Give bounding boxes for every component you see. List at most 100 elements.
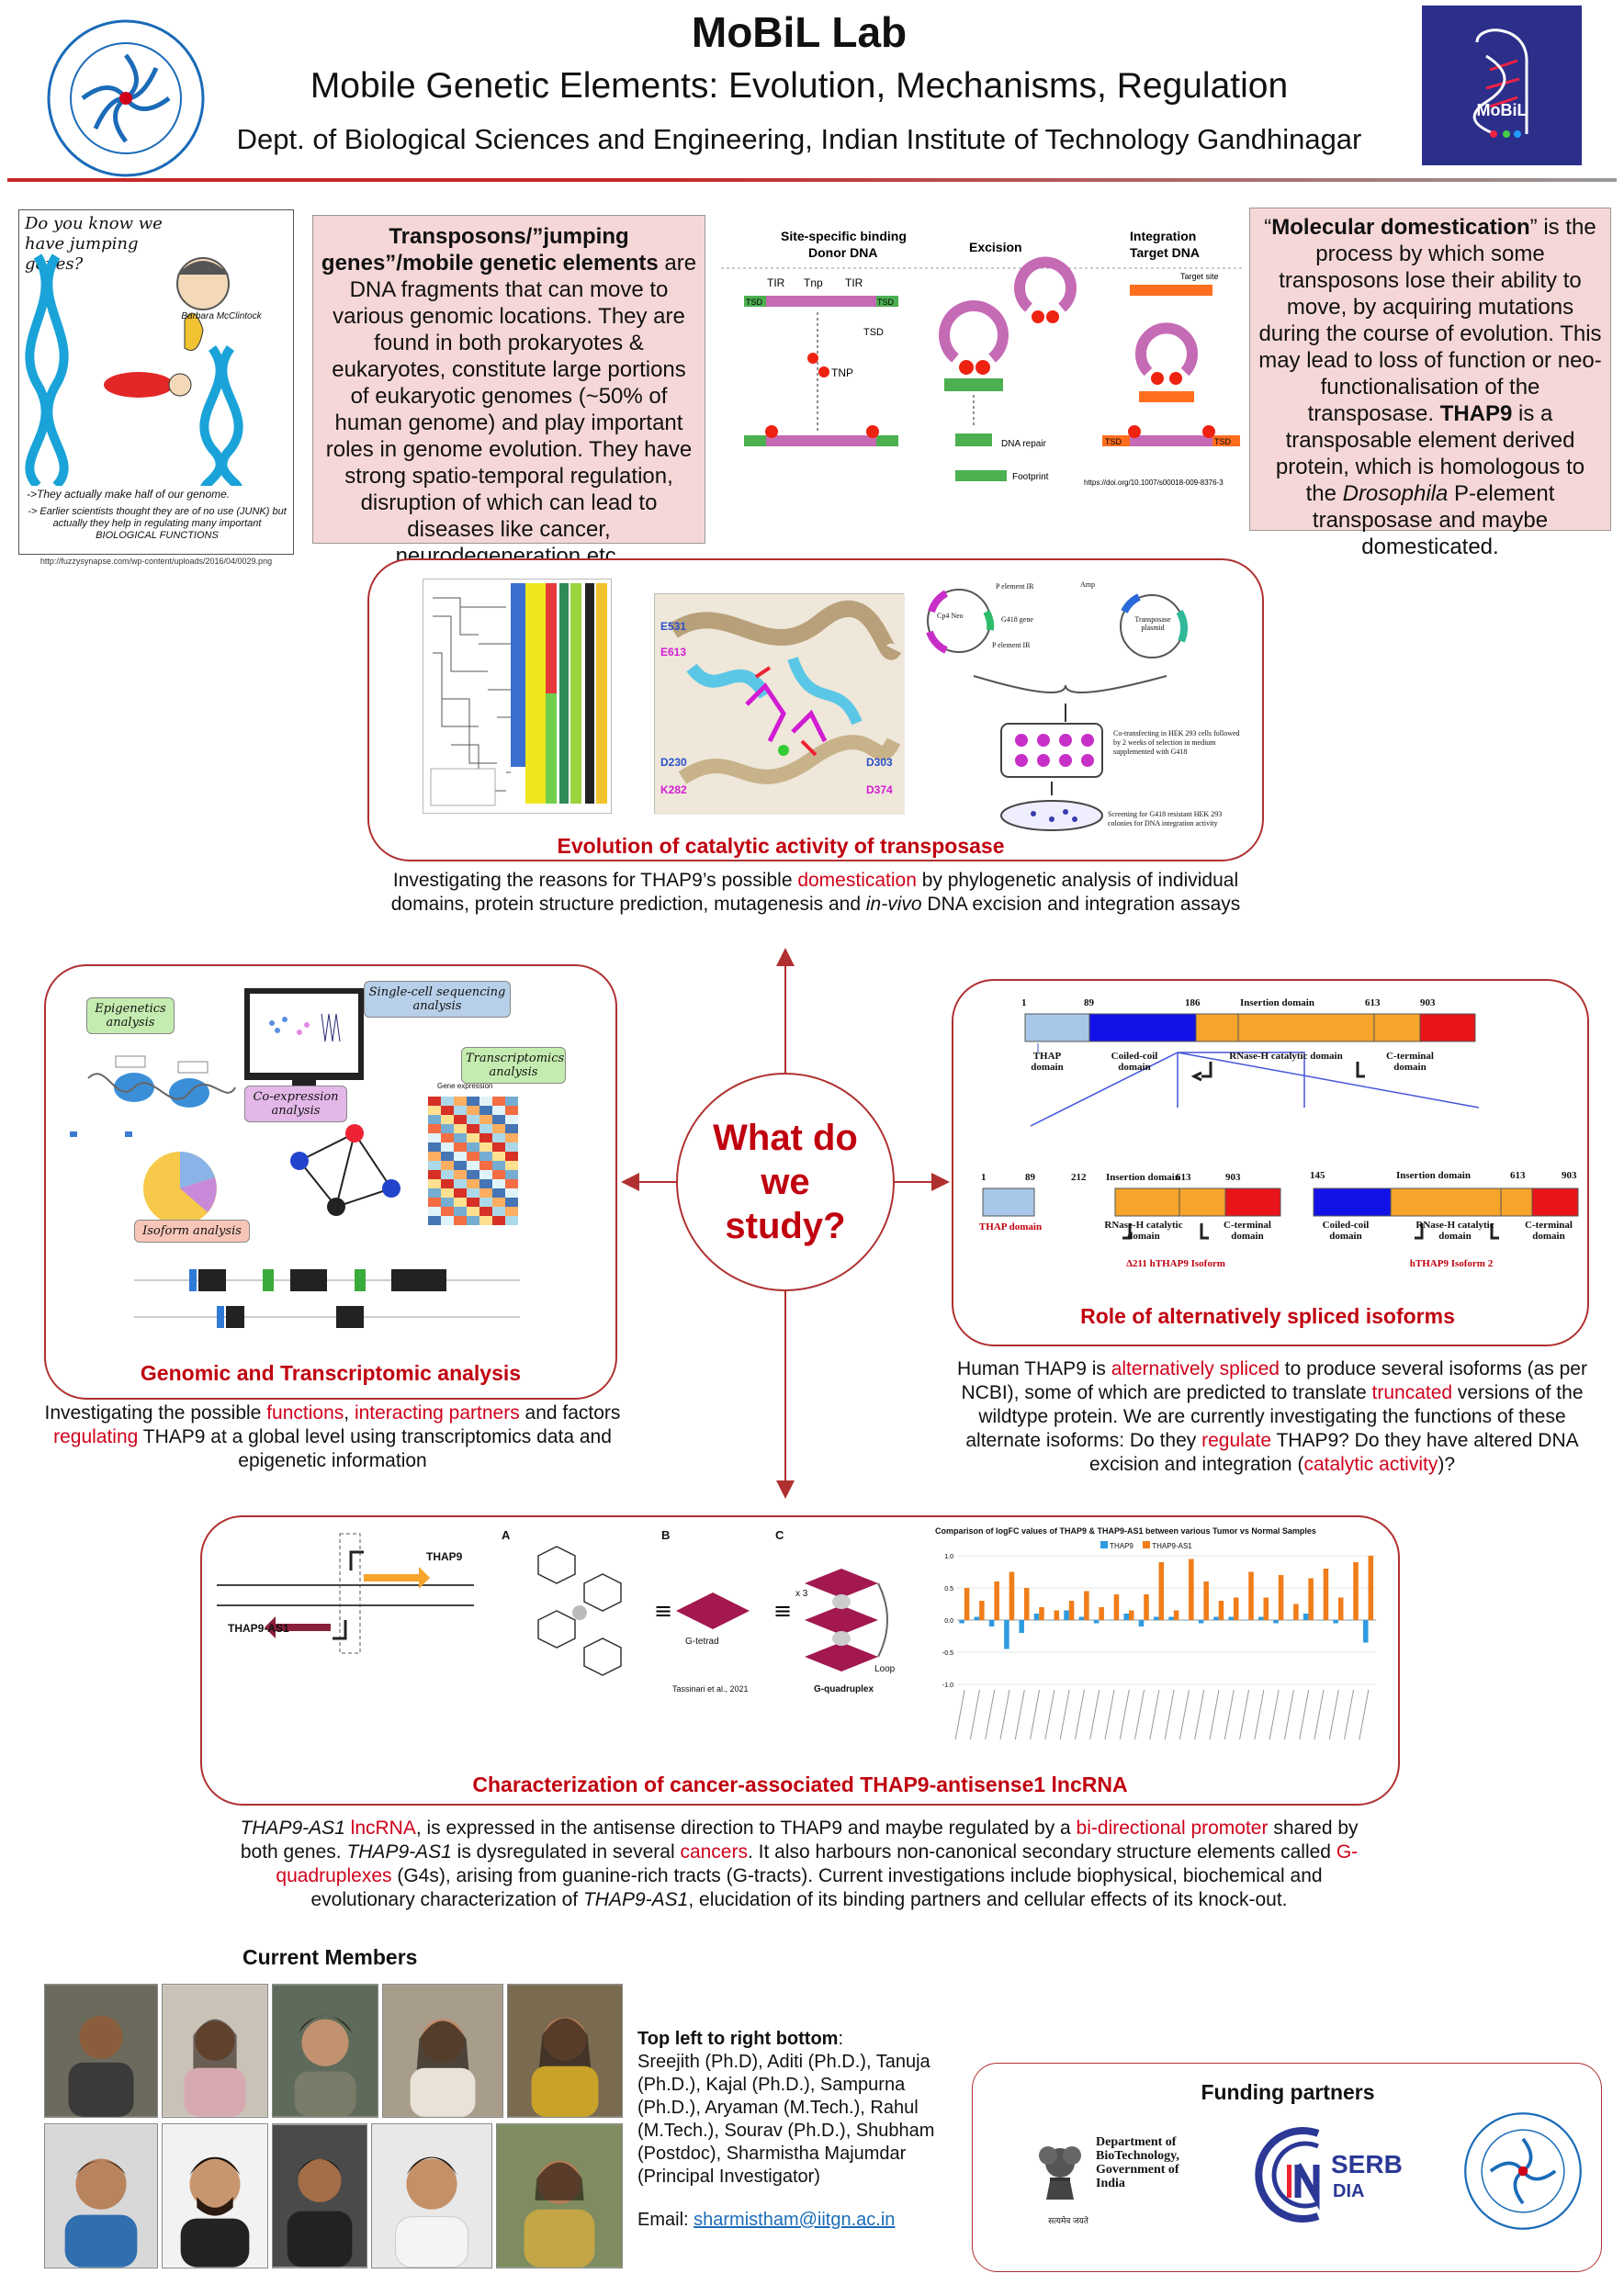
email-label: Email: [637, 2210, 694, 2230]
evolution-caption: Investigating the reasons for THAP9’s po… [367, 869, 1264, 917]
heatmap-cell [492, 1152, 505, 1161]
email-link[interactable]: sharmistham@iitgn.ac.in [694, 2210, 896, 2230]
heatmap-cell [454, 1097, 467, 1106]
svg-text:≡: ≡ [654, 1598, 672, 1624]
x3-label: x 3 [795, 1589, 808, 1599]
chart-bar-thap9 [1078, 1616, 1085, 1620]
heatmap-cell [428, 1152, 441, 1161]
heatmap-cell [441, 1207, 454, 1216]
domestication-text3: P-element transposase and maybe domestic… [1312, 481, 1555, 559]
domestication-box: “Molecular domestication” is the process… [1249, 208, 1611, 559]
iso-c-label-coiled: Coiled-coil domain [1322, 1220, 1370, 1242]
mech-tsd-2: TSD [877, 298, 895, 307]
member-photo-8 [272, 2123, 367, 2268]
isoform-caption-regulate: regulate [1201, 1430, 1272, 1451]
heatmap-cell [441, 1133, 454, 1142]
heatmap-cell [454, 1216, 467, 1225]
bubble-epigenetics: Epigenetics analysis [86, 997, 175, 1034]
isoform-caption-b: to produce several isoforms (as per NCBI… [961, 1358, 1587, 1403]
heatmap-cell [441, 1124, 454, 1133]
iso-b-insertion: Insertion domain [1106, 1172, 1180, 1183]
heatmap-cell [428, 1198, 441, 1207]
genomic-caption-b: , [344, 1402, 355, 1424]
heatmap-cell [505, 1170, 518, 1179]
chart-bar-thap9 [974, 1616, 980, 1620]
lncrna-caption-e: (G4s), arising from guanine-rich tracts … [310, 1865, 1323, 1910]
heatmap-cell [467, 1097, 479, 1106]
evolution-caption-domestication: domestication [797, 870, 917, 891]
heatmap-cell [428, 1097, 441, 1106]
isoform-caption-catalytic: catalytic activity [1303, 1454, 1438, 1475]
isoform-caption-d: THAP9? Do they have altered DNA excision… [1088, 1430, 1579, 1475]
chart-bar-thap9 [1048, 1620, 1054, 1621]
legend-label-thap9: THAP9 [1110, 1542, 1133, 1550]
chart-bar-thap9 [1153, 1616, 1159, 1620]
heatmap-cell [505, 1198, 518, 1207]
chart-xtick-label [1269, 1689, 1280, 1740]
iso-b-num-903: 903 [1225, 1172, 1241, 1183]
lncrna-caption-promoter: bi-directional promoter [1076, 1818, 1269, 1839]
heatmap-cell [467, 1115, 479, 1124]
chart-bar-thap9 [959, 1620, 964, 1624]
citation-label: Tassinari et al., 2021 [672, 1684, 749, 1694]
heatmap-cell [492, 1216, 505, 1225]
chart-bar-thap9-as1 [1054, 1610, 1060, 1620]
full-num-186: 186 [1185, 997, 1201, 1008]
chart-bar-thap9 [1064, 1610, 1069, 1620]
chart-bar-thap9 [1138, 1620, 1145, 1626]
chart-xtick-label [1254, 1689, 1265, 1740]
chart-bar-thap9 [1123, 1614, 1129, 1620]
iso-a-num-1: 1 [981, 1172, 987, 1183]
full-num-903: 903 [1420, 997, 1436, 1008]
heatmap-cell [441, 1142, 454, 1152]
g-quadruplex-figure: ≡ ≡ A B C G-tetrad x 3 Tassinari et al.,… [502, 1528, 906, 1712]
domestication-thap9: THAP9 [1439, 401, 1513, 426]
chart-bar-thap9-as1 [1218, 1601, 1224, 1620]
iso-c-label-rnaseh: RNase-H catalytic domain [1415, 1220, 1494, 1242]
chart-xtick-label [954, 1689, 965, 1740]
chart-xtick-label [999, 1689, 1010, 1740]
transposon-definition-box: Transposons/”jumping genes”/mobile genet… [312, 215, 705, 568]
chart-bar-thap9-as1 [1084, 1591, 1089, 1620]
svg-text:≡: ≡ [773, 1598, 792, 1624]
chart-bar-thap9-as1 [1263, 1597, 1269, 1620]
chart-legend: THAP9 THAP9-AS1 [1100, 1541, 1192, 1550]
heatmap-cell [454, 1188, 467, 1198]
heatmap-cell [441, 1097, 454, 1106]
mech-tsd-1: TSD [746, 298, 763, 307]
heatmap-cell [428, 1124, 441, 1133]
iso-b-label-cterm: C-terminal domain [1224, 1220, 1271, 1242]
evolution-caption-b: by phylogenetic analysis of individual d… [390, 870, 1239, 915]
chart-bar-thap9 [1288, 1620, 1294, 1621]
chart-xtick-label [1224, 1689, 1235, 1740]
heatmap-cell [454, 1106, 467, 1115]
chart-ytick-label: -1.0 [942, 1683, 953, 1689]
chart-bar-thap9-as1 [1337, 1597, 1344, 1620]
heatmap-cell [479, 1106, 492, 1115]
plasmid-label-amp: Amp [1080, 580, 1095, 589]
chart-xtick-label [1030, 1689, 1041, 1740]
mech-binding-label: Site-specific binding [781, 229, 907, 243]
chart-xtick-label [1074, 1689, 1085, 1740]
iso-b-label-rnaseh: RNase-H catalytic domain [1104, 1220, 1183, 1242]
mech-tsd-5: TSD [1214, 437, 1232, 446]
heatmap-cell [467, 1207, 479, 1216]
heatmap-cell [505, 1188, 518, 1198]
iso-c-num-613: 613 [1510, 1170, 1526, 1181]
heatmap-cell [428, 1207, 441, 1216]
chart-bar-thap9-as1 [1248, 1571, 1254, 1620]
lncrna-caption-f: , elucidation of its binding partners an… [688, 1889, 1288, 1910]
mech-footprint: Footprint [1012, 472, 1049, 482]
heatmap-cell [505, 1142, 518, 1152]
chart-xtick-label [1239, 1689, 1250, 1740]
chart-bar-thap9 [1318, 1620, 1324, 1621]
heatmap-cell [505, 1207, 518, 1216]
heatmap-cell [492, 1198, 505, 1207]
dbt-text: Department of BioTechnology, Government … [1096, 2135, 1179, 2190]
residue-d374: D374 [866, 783, 893, 796]
chart-bar-thap9-as1 [1323, 1569, 1329, 1620]
member-photo-1 [44, 1984, 158, 2118]
genomic-caption-a: Investigating the possible [44, 1402, 267, 1424]
chart-bar-thap9-as1 [1009, 1571, 1015, 1620]
